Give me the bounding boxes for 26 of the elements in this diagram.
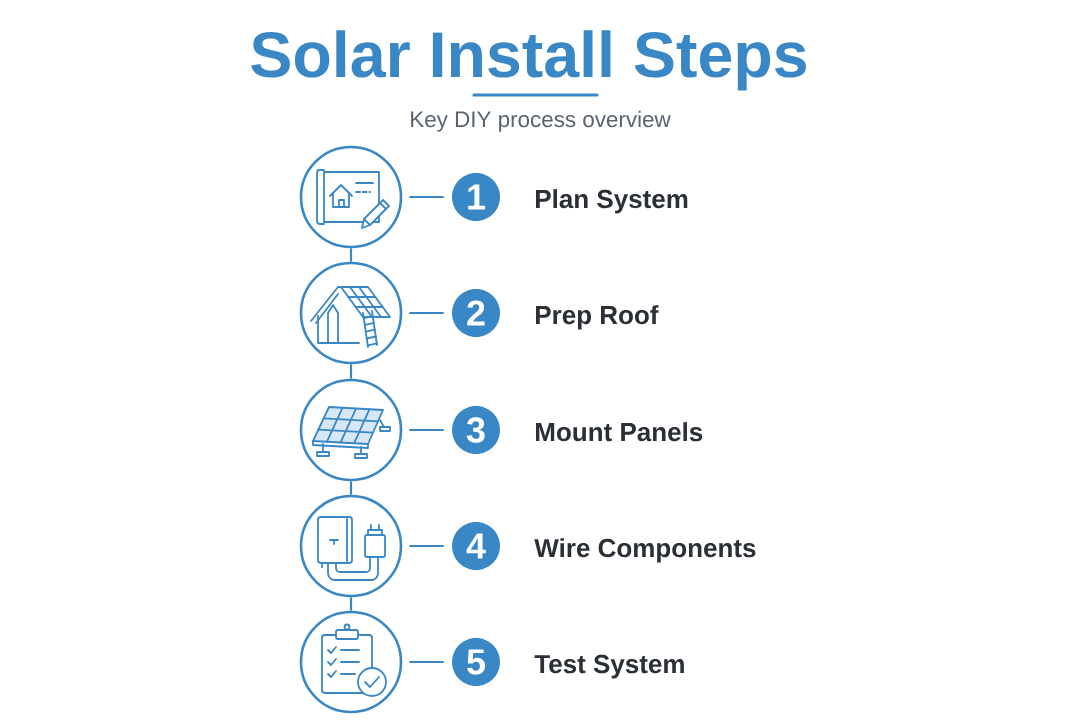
- step-label: Prep Roof: [536, 305, 659, 330]
- number-badge: 2: [452, 289, 500, 337]
- connector-line: [409, 311, 444, 315]
- icon-circle: [299, 610, 403, 714]
- connector-line: [349, 364, 353, 379]
- connector-line: [409, 660, 444, 664]
- connector-line: [409, 544, 444, 548]
- number-badge: 3: [452, 406, 500, 454]
- icon-circle: [299, 378, 403, 482]
- title: Solar Install Steps: [251, 30, 806, 91]
- icon-circle: [299, 261, 403, 365]
- step-label: Wire Components: [534, 538, 756, 563]
- subtitle: Key DIY process overview: [411, 110, 671, 132]
- connector-line: [349, 481, 353, 495]
- number-badge: 5: [452, 638, 500, 686]
- number-badge: 1: [452, 173, 500, 221]
- connector-line: [349, 597, 353, 611]
- icon-circle: [299, 494, 403, 598]
- icon-circle: [299, 145, 403, 249]
- number-badge: 4: [452, 522, 500, 570]
- connector-line: [409, 195, 444, 199]
- connector-line: [409, 428, 444, 432]
- step-label: Mount Panels: [536, 422, 703, 442]
- step-label: Plan System: [536, 189, 688, 214]
- step-label: Test System: [534, 654, 684, 679]
- connector-line: [349, 248, 353, 262]
